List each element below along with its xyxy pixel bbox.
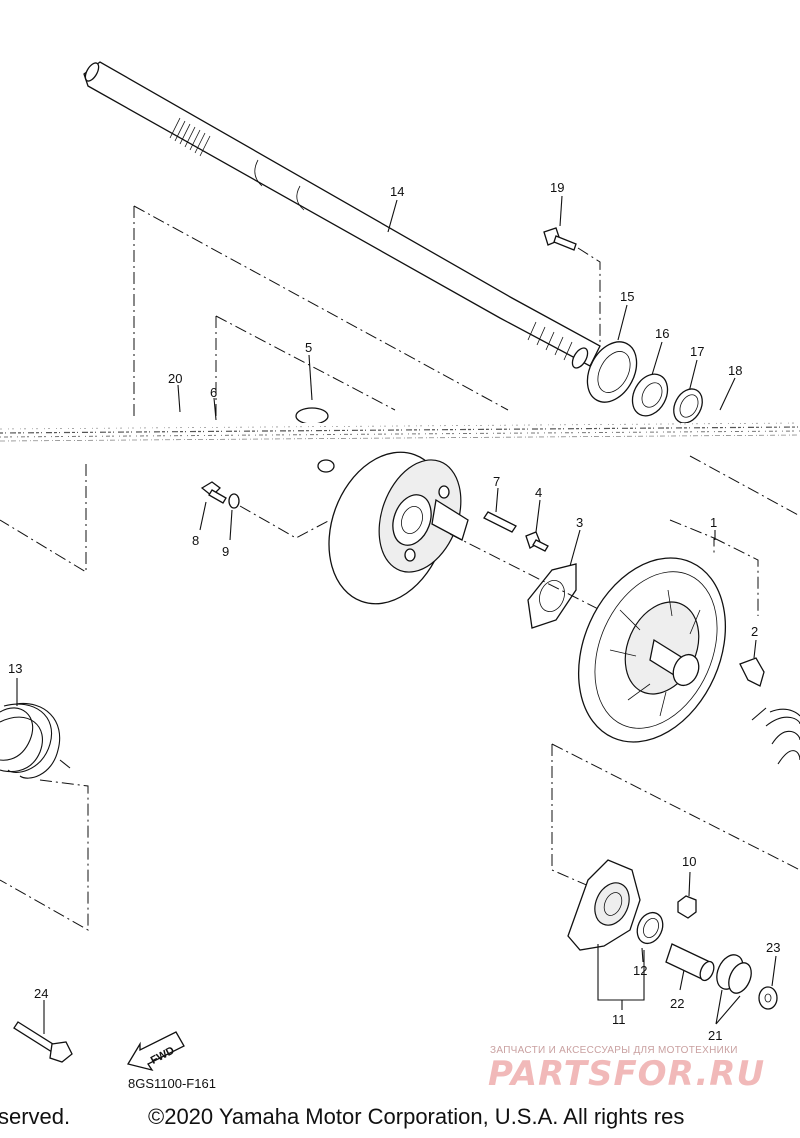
callout-2[interactable]: 2 <box>751 624 758 639</box>
callout-20[interactable]: 20 <box>168 371 182 386</box>
shaft-part[interactable] <box>83 61 601 371</box>
spring-13-part[interactable] <box>0 702 71 779</box>
bearing-12-part[interactable] <box>633 909 668 948</box>
moveable-sheave-1-part[interactable] <box>551 535 753 766</box>
diagram-code: 8GS1100-F161 <box>128 1076 216 1091</box>
callout-21[interactable]: 21 <box>708 1028 722 1043</box>
gasket-3-part[interactable] <box>527 563 577 629</box>
watermark-logo: PARTSFOR.RU <box>488 1054 766 1094</box>
spring-right-part[interactable] <box>751 707 800 765</box>
callout-11[interactable]: 11 <box>612 1012 626 1027</box>
scan-noise-band <box>0 422 800 445</box>
bolt-8-part[interactable] <box>200 481 227 504</box>
callout-1[interactable]: 1 <box>710 515 717 530</box>
bearing-16-part[interactable] <box>626 368 675 422</box>
fwd-arrow-icon <box>126 1031 185 1072</box>
bushing-21-part[interactable] <box>712 951 756 997</box>
callout-18[interactable]: 18 <box>728 363 742 378</box>
bearing-housing-15-part[interactable] <box>578 333 647 410</box>
callout-17[interactable]: 17 <box>690 344 704 359</box>
callout-10[interactable]: 10 <box>682 854 696 869</box>
collar-22-part[interactable] <box>665 943 717 983</box>
copyright-text: ©2020 Yamaha Motor Corporation, U.S.A. A… <box>148 1104 685 1129</box>
callout-13[interactable]: 13 <box>8 661 22 676</box>
callout-12[interactable]: 12 <box>633 963 647 978</box>
bolt-19-part[interactable] <box>543 227 577 251</box>
nut-10-part[interactable] <box>677 895 697 919</box>
callout-19[interactable]: 19 <box>550 180 564 195</box>
sheave-part[interactable] <box>309 436 476 621</box>
callout-24[interactable]: 24 <box>34 986 48 1001</box>
bearing-housing-11-part[interactable] <box>567 859 641 951</box>
washer-23-part[interactable] <box>758 986 778 1010</box>
callout-7[interactable]: 7 <box>493 474 500 489</box>
callout-4[interactable]: 4 <box>535 485 542 500</box>
callout-6[interactable]: 6 <box>210 385 217 400</box>
copyright-fragment: served. <box>0 1104 71 1129</box>
ring-17-part[interactable] <box>668 384 708 428</box>
callout-3[interactable]: 3 <box>576 515 583 530</box>
callout-14[interactable]: 14 <box>390 184 404 199</box>
callout-23[interactable]: 23 <box>766 940 780 955</box>
callout-22[interactable]: 22 <box>670 996 684 1011</box>
stud-7-part[interactable] <box>483 511 517 533</box>
callout-8[interactable]: 8 <box>192 533 199 548</box>
watermark-tagline: ЗАПЧАСТИ И АКСЕССУАРЫ ДЛЯ МОТОТЕХНИКИ <box>490 1045 738 1056</box>
callout-16[interactable]: 16 <box>655 326 669 341</box>
callout-15[interactable]: 15 <box>620 289 634 304</box>
callout-5[interactable]: 5 <box>305 340 312 355</box>
bolt-24-part[interactable] <box>13 1021 73 1063</box>
bolt-4-part[interactable] <box>525 531 549 552</box>
washer-9-part[interactable] <box>228 493 240 509</box>
slider-2-part[interactable] <box>739 657 765 687</box>
callout-9[interactable]: 9 <box>222 544 229 559</box>
